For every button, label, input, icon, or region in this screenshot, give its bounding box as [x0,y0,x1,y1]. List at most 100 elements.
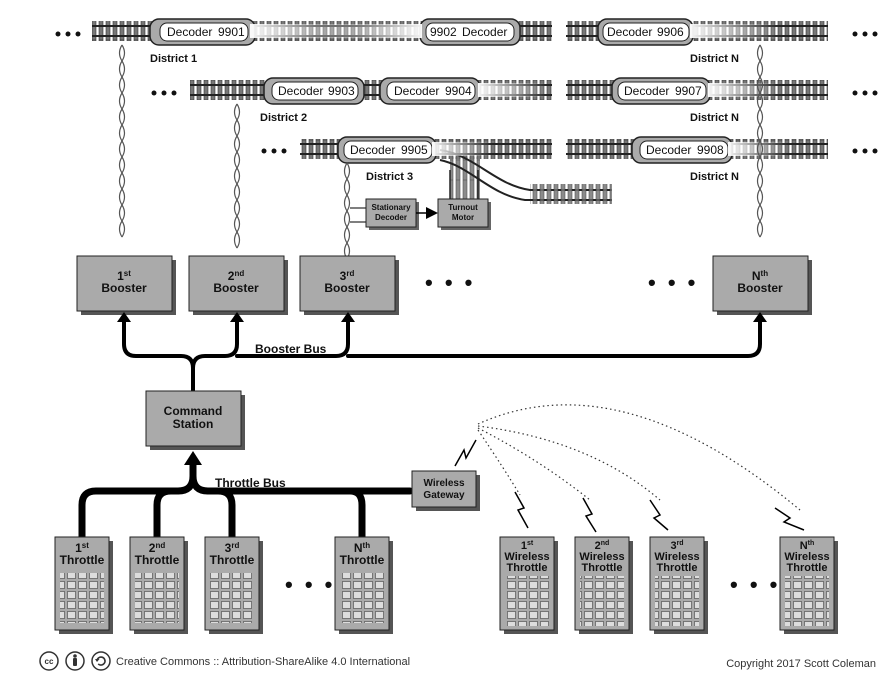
throttle-n: Nth Throttle [334,536,393,634]
decoder-word: Decoder [350,143,395,157]
district-label: District N [690,53,739,65]
command-station: Command Station [145,390,245,450]
copyright-text: Copyright 2017 Scott Coleman [726,658,876,670]
booster-bus-label: Booster Bus [255,342,327,356]
license-text: Creative Commons :: Attribution-ShareAli… [116,656,410,668]
throttle-1: 1st Throttle [54,536,113,634]
stationary-decoder-line2: Decoder [375,213,407,222]
throttle-bus-label: Throttle Bus [215,476,286,490]
wireless-word: Wireless [504,551,549,563]
keypad [135,573,179,623]
booster-word: Booster [101,281,147,295]
throttle-bus-arrow [184,451,202,465]
throttle-word: Throttle [787,562,828,574]
district-label: District 2 [260,112,307,124]
throttle-word: Throttle [657,562,698,574]
district-label: District N [690,171,739,183]
ordinal: N [354,541,363,555]
command-station-line2: Station [173,417,214,431]
svg-text:1st: 1st [75,541,89,555]
ordinal-suffix: nd [601,540,610,547]
decoder-number: 9902 [430,25,457,39]
decoder-number: 9903 [328,84,355,98]
ordinal: N [800,540,808,552]
booster-1: 1st Booster [76,255,176,315]
district-label: District N [690,112,739,124]
locomotive-9903: Decoder 9903 [263,77,365,105]
ordinal: N [752,269,761,283]
svg-text:3rd: 3rd [340,269,355,283]
decoder-word: Decoder [646,143,691,157]
svg-text:Nth: Nth [354,541,370,555]
ordinal-suffix: nd [234,269,244,278]
ordinal: 1 [521,540,527,552]
wireless-throttle-3: 3rd Wireless Throttle [649,536,708,634]
wireless-gateway-line1: Wireless [423,478,464,489]
track-continuation-dots [55,31,878,154]
stationary-decoder-line1: Stationary [371,203,411,212]
ordinal-suffix: rd [677,540,684,547]
locomotive-9906: Decoder 9906 [597,18,780,46]
ordinal: 2 [149,541,156,555]
locomotive-9907: Decoder 9907 [611,77,780,105]
throttle-word: Throttle [60,553,105,567]
booster-n: Nth Booster [712,255,812,315]
throttle-word: Throttle [210,553,255,567]
booster-bus-arrows [117,312,767,322]
ordinal-suffix: st [82,541,89,550]
svg-text:2nd: 2nd [595,540,610,552]
keypad [785,576,829,626]
throttle-bus [78,456,414,541]
decoder-word: Decoder [167,25,212,39]
decoder-number: 9904 [445,84,472,98]
wireless-gateway-line2: Gateway [423,490,465,501]
decoder-word: Decoder [624,84,669,98]
cc-icon: cc [39,651,59,671]
locomotive-9904: Decoder 9904 [379,77,548,105]
booster-word: Booster [324,281,370,295]
ordinal: 3 [225,541,232,555]
decoder-word: Decoder [278,84,323,98]
booster-bus [122,318,762,394]
svg-text:2nd: 2nd [149,541,166,555]
wireless-throttle-ellipsis: • • • [730,572,780,597]
stationary-decoder: Stationary Decoder [365,198,419,230]
decoder-number: 9906 [657,25,684,39]
keypad [340,573,384,623]
wireless-throttle-1: 1st Wireless Throttle [499,536,558,634]
keypad [580,576,624,626]
ordinal: 2 [595,540,601,552]
throttle-3: 3rd Throttle [204,536,263,634]
ordinal: 1 [75,541,82,555]
decoder-number: 9905 [401,143,428,157]
ordinal-suffix: nd [155,541,165,550]
district-label: District 1 [150,53,197,65]
booster-word: Booster [213,281,259,295]
decoder-number: 9908 [697,143,724,157]
svg-text:2nd: 2nd [228,269,245,283]
wireless-gateway: Wireless Gateway [411,470,480,511]
decoder-word: Decoder [607,25,652,39]
wireless-signal-lines [477,404,801,511]
turnout-motor-line2: Motor [452,213,474,222]
keypad [655,576,699,626]
decoder-number: 9901 [218,25,245,39]
sharealike-icon [91,651,111,671]
ordinal-suffix: rd [346,269,354,278]
turnout-motor-line1: Turnout [448,203,478,212]
booster-word: Booster [737,281,783,295]
throttle-word: Throttle [507,562,548,574]
ordinal: 3 [340,269,347,283]
throttle-2: 2nd Throttle [129,536,188,634]
decoder-word: Decoder [394,84,439,98]
svg-text:Nth: Nth [800,540,815,552]
ordinal-suffix: th [761,269,769,278]
twisted-pair-wires [118,44,764,260]
keypad [60,573,104,623]
locomotive-9902: 9902 Decoder [316,18,521,46]
decoder-number: 9907 [675,84,702,98]
booster-2: 2nd Booster [188,255,288,315]
booster-3: 3rd Booster [299,255,399,315]
wireless-word: Wireless [579,551,624,563]
